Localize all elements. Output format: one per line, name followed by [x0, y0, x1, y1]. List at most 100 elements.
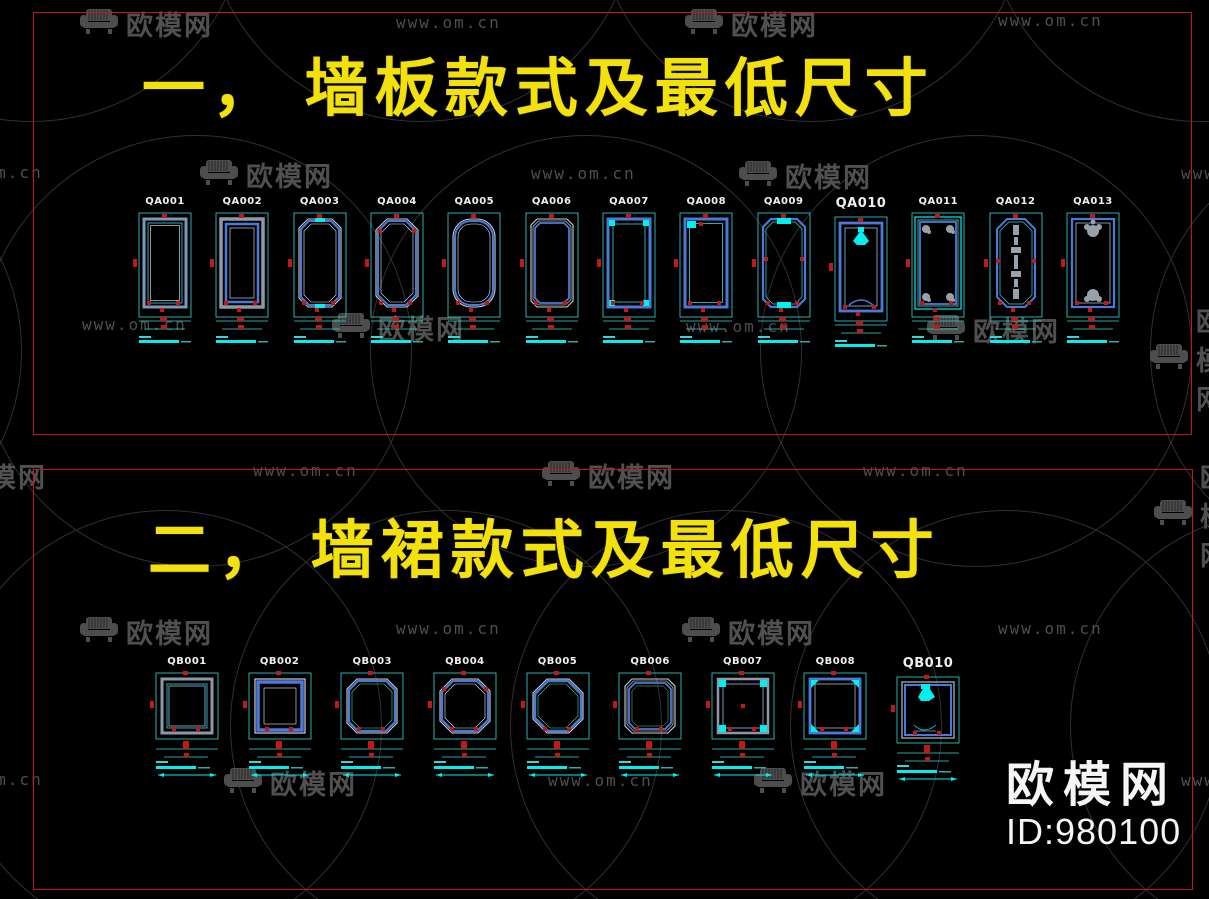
watermark-url: www.om.cn — [998, 11, 1103, 30]
panel-drawing — [751, 209, 816, 349]
watermark-url: www.om.cn — [253, 461, 358, 480]
watermark-url: www.om.cn — [396, 13, 501, 32]
panel-drawing — [828, 213, 893, 353]
panel-drawing — [133, 209, 197, 349]
panel-label: QB004 — [445, 656, 485, 667]
sofa-icon — [78, 616, 120, 648]
sofa-icon — [1152, 499, 1194, 531]
watermark-brand: 欧模网 — [0, 463, 47, 493]
panel-label: QA008 — [686, 196, 727, 207]
panel-drawing — [242, 669, 317, 781]
panel-QA005: QA005 — [442, 196, 506, 349]
panel-label: QA002 — [222, 196, 263, 207]
panel-drawing — [364, 209, 429, 349]
panel-label: QB003 — [352, 656, 392, 667]
panel-drawing — [906, 209, 970, 349]
panel-drawing — [1060, 209, 1125, 349]
panel-QA011: QA011 — [906, 196, 970, 349]
panel-label: QA009 — [763, 196, 804, 207]
watermark-brand: 欧模网 — [1148, 300, 1209, 417]
panel-drawing — [613, 669, 687, 781]
panel-QB010: QB010 — [891, 656, 965, 785]
panel-QA008: QA008 — [674, 196, 738, 349]
section1-title: 一， 墙板款式及最低尺寸 — [142, 54, 935, 124]
panel-QA001: QA001 — [133, 196, 197, 349]
panel-QA003: QA003 — [287, 196, 352, 349]
sofa-icon — [78, 8, 120, 40]
panel-drawing — [335, 669, 409, 781]
panel-label: QA011 — [918, 196, 959, 207]
panel-label: QB006 — [630, 656, 670, 667]
site-logo-brand: 欧模网 — [1006, 759, 1178, 812]
sofa-icon — [330, 312, 372, 344]
watermark-brand: 欧模网 — [1152, 456, 1209, 573]
panel-QA013: QA013 — [1060, 196, 1125, 349]
panel-drawing — [674, 209, 738, 349]
panel-label: QB001 — [167, 656, 207, 667]
panel-drawing — [287, 209, 352, 349]
watermark-circle — [0, 135, 22, 567]
panel-drawing — [210, 209, 274, 349]
panel-QA007: QA007 — [596, 196, 661, 349]
panel-QA009: QA009 — [751, 196, 816, 349]
panel-QB008: QB008 — [798, 656, 872, 781]
panel-label: QB007 — [723, 656, 763, 667]
panel-QA002: QA002 — [210, 196, 274, 349]
panel-QA012: QA012 — [983, 196, 1048, 349]
panel-drawing — [891, 673, 965, 785]
watermark-url: www.om.cn — [1181, 771, 1209, 790]
watermark-url: www.om.cn — [396, 619, 501, 638]
watermark-brand: 欧模网 — [198, 155, 333, 194]
sofa-icon — [737, 160, 779, 192]
panel-QB007: QB007 — [705, 656, 780, 781]
watermark-url: www.om.cn — [686, 317, 791, 336]
wall-panel-row: QA001 QA002 QA003 QA004 QA005 QA006 QA007 QA008… — [133, 196, 1125, 353]
sofa-icon — [198, 159, 240, 191]
panel-drawing — [442, 209, 506, 349]
panel-label: QA003 — [299, 196, 340, 207]
sofa-icon — [1148, 343, 1190, 375]
watermark-brand: 欧模网 — [680, 612, 815, 651]
site-logo: 欧模网 ID:980100 — [1006, 762, 1181, 850]
panel-label: QA007 — [609, 196, 649, 207]
panel-QA004: QA004 — [364, 196, 429, 349]
sofa-icon — [222, 767, 264, 799]
panel-QB002: QB002 — [242, 656, 317, 781]
panel-label: QA013 — [1073, 196, 1113, 207]
panel-drawing — [519, 209, 584, 349]
panel-QB004: QB004 — [427, 656, 502, 781]
watermark-brand: 欧模网 — [78, 4, 213, 43]
panel-label: QA010 — [835, 196, 887, 211]
sofa-icon — [680, 616, 722, 648]
section1-border — [33, 12, 1192, 435]
section2-border — [33, 469, 1193, 890]
watermark-url: www.om.cn — [998, 619, 1103, 638]
panel-label: QA005 — [454, 196, 495, 207]
watermark-brand: 欧模网 — [683, 4, 818, 43]
watermark-brand: 欧模网 — [78, 612, 213, 651]
panel-QB003: QB003 — [335, 656, 409, 781]
panel-label: QA012 — [995, 196, 1036, 207]
panel-label: QA004 — [377, 196, 417, 207]
site-logo-id: ID:980100 — [1006, 811, 1182, 852]
watermark-url: www.om.cn — [0, 770, 43, 789]
watermark-brand: 欧模网 — [737, 156, 872, 195]
panel-drawing — [705, 669, 780, 781]
panel-label: QB002 — [259, 656, 300, 667]
section2-title: 二， 墙裙款式及最低尺寸 — [148, 516, 941, 586]
panel-drawing — [983, 209, 1048, 349]
panel-drawing — [520, 669, 595, 781]
panel-QA006: QA006 — [519, 196, 584, 349]
panel-QB001: QB001 — [150, 656, 224, 781]
watermark-url: www.om.cn — [531, 164, 636, 183]
panel-label: QB010 — [902, 656, 954, 671]
panel-label: QA006 — [531, 196, 572, 207]
panel-QB006: QB006 — [613, 656, 687, 781]
panel-drawing — [427, 669, 502, 781]
panel-QA010: QA010 — [828, 196, 893, 353]
panel-label: QB008 — [815, 656, 856, 667]
watermark-url: www.om.cn — [863, 461, 968, 480]
panel-drawing — [798, 669, 872, 781]
panel-label: QA001 — [145, 196, 185, 207]
